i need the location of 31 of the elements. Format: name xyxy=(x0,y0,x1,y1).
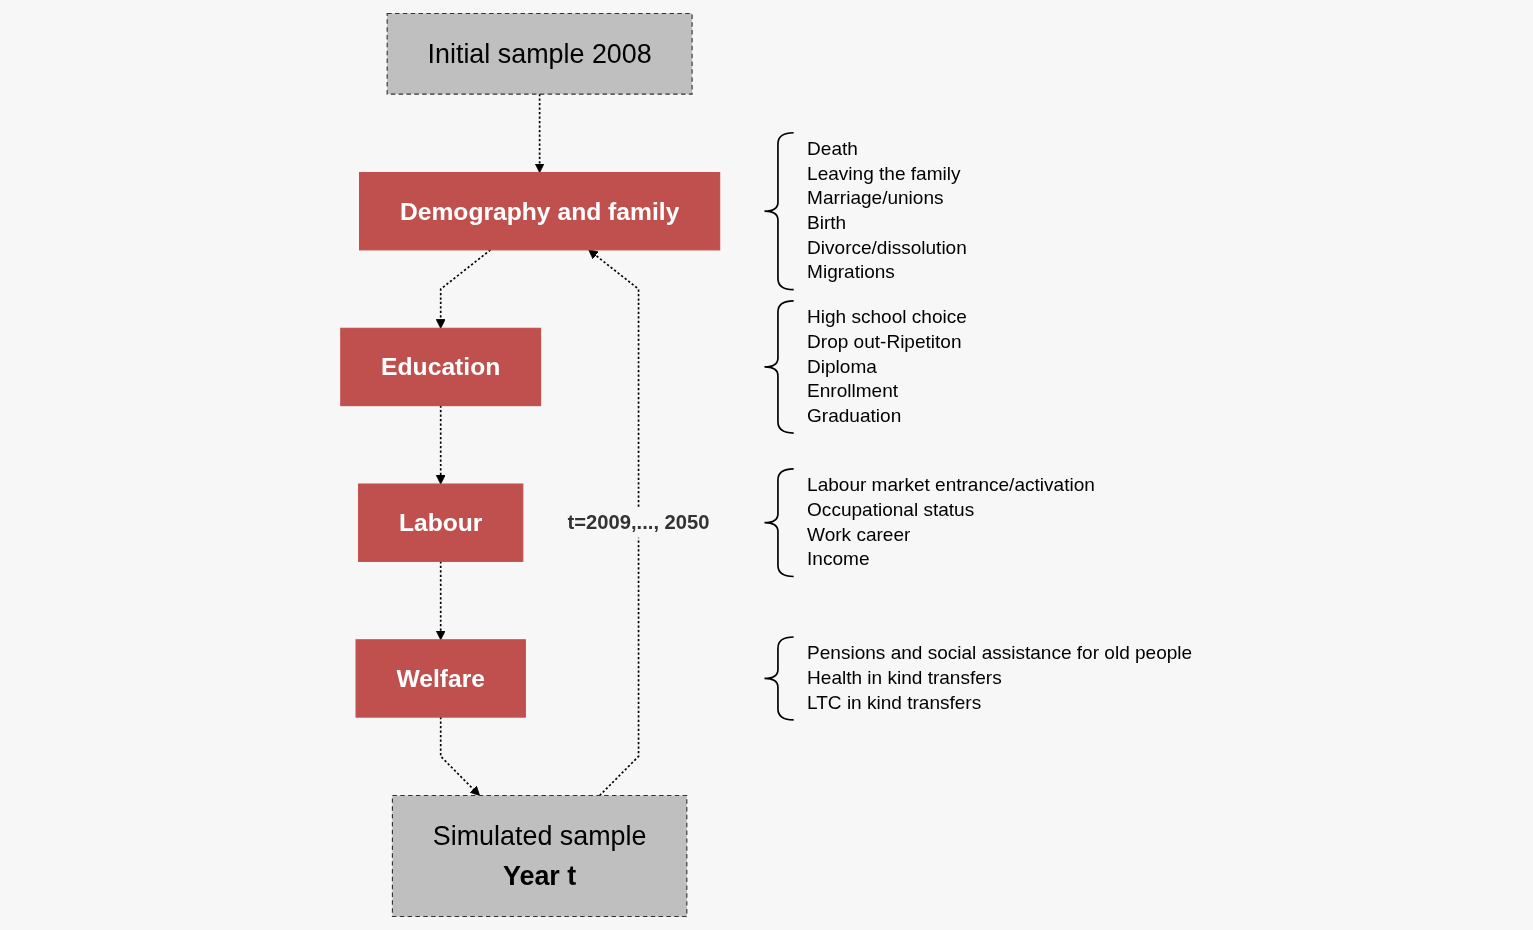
node-box: Simulated sample Year t xyxy=(391,795,688,918)
list-item: Occupational status xyxy=(807,499,975,520)
arrow xyxy=(435,249,492,329)
node-box: Labour xyxy=(358,483,524,562)
node-box: Demography and family xyxy=(359,172,721,251)
arrow xyxy=(435,560,446,641)
list-item: Migrations xyxy=(807,261,895,283)
arrow xyxy=(439,716,481,796)
node-box: Education xyxy=(340,327,542,407)
list-item: Marriage/unions xyxy=(807,187,944,209)
list-item: Work career xyxy=(807,523,911,545)
arrow xyxy=(588,249,640,797)
arrow xyxy=(534,93,545,173)
list-item: Graduation xyxy=(807,404,902,426)
list-item: Health in kind transfers xyxy=(807,667,1002,689)
arrow xyxy=(435,404,446,485)
list-item: High school choice xyxy=(807,306,967,328)
edge-label: t=2009,..., 2050 xyxy=(567,510,710,534)
list-item: Death xyxy=(807,138,858,160)
node-box: Initial sample 2008 xyxy=(386,12,693,95)
node-box: Welfare xyxy=(355,639,526,718)
list-item: Leaving the family xyxy=(807,162,961,184)
list-item: Enrollment xyxy=(807,380,899,402)
list-item: LTC in kind transfers xyxy=(807,691,982,713)
list-item: Income xyxy=(807,548,870,570)
list-item: Labour market entrance/activation xyxy=(807,474,1095,496)
list-item: Pensions and social assistance for old people xyxy=(807,642,1193,664)
list-item: Birth xyxy=(807,212,847,234)
list-item: Drop out-Ripetiton xyxy=(807,330,962,352)
list-item: Diploma xyxy=(807,355,877,377)
list-item: Divorce/dissolution xyxy=(807,236,967,258)
